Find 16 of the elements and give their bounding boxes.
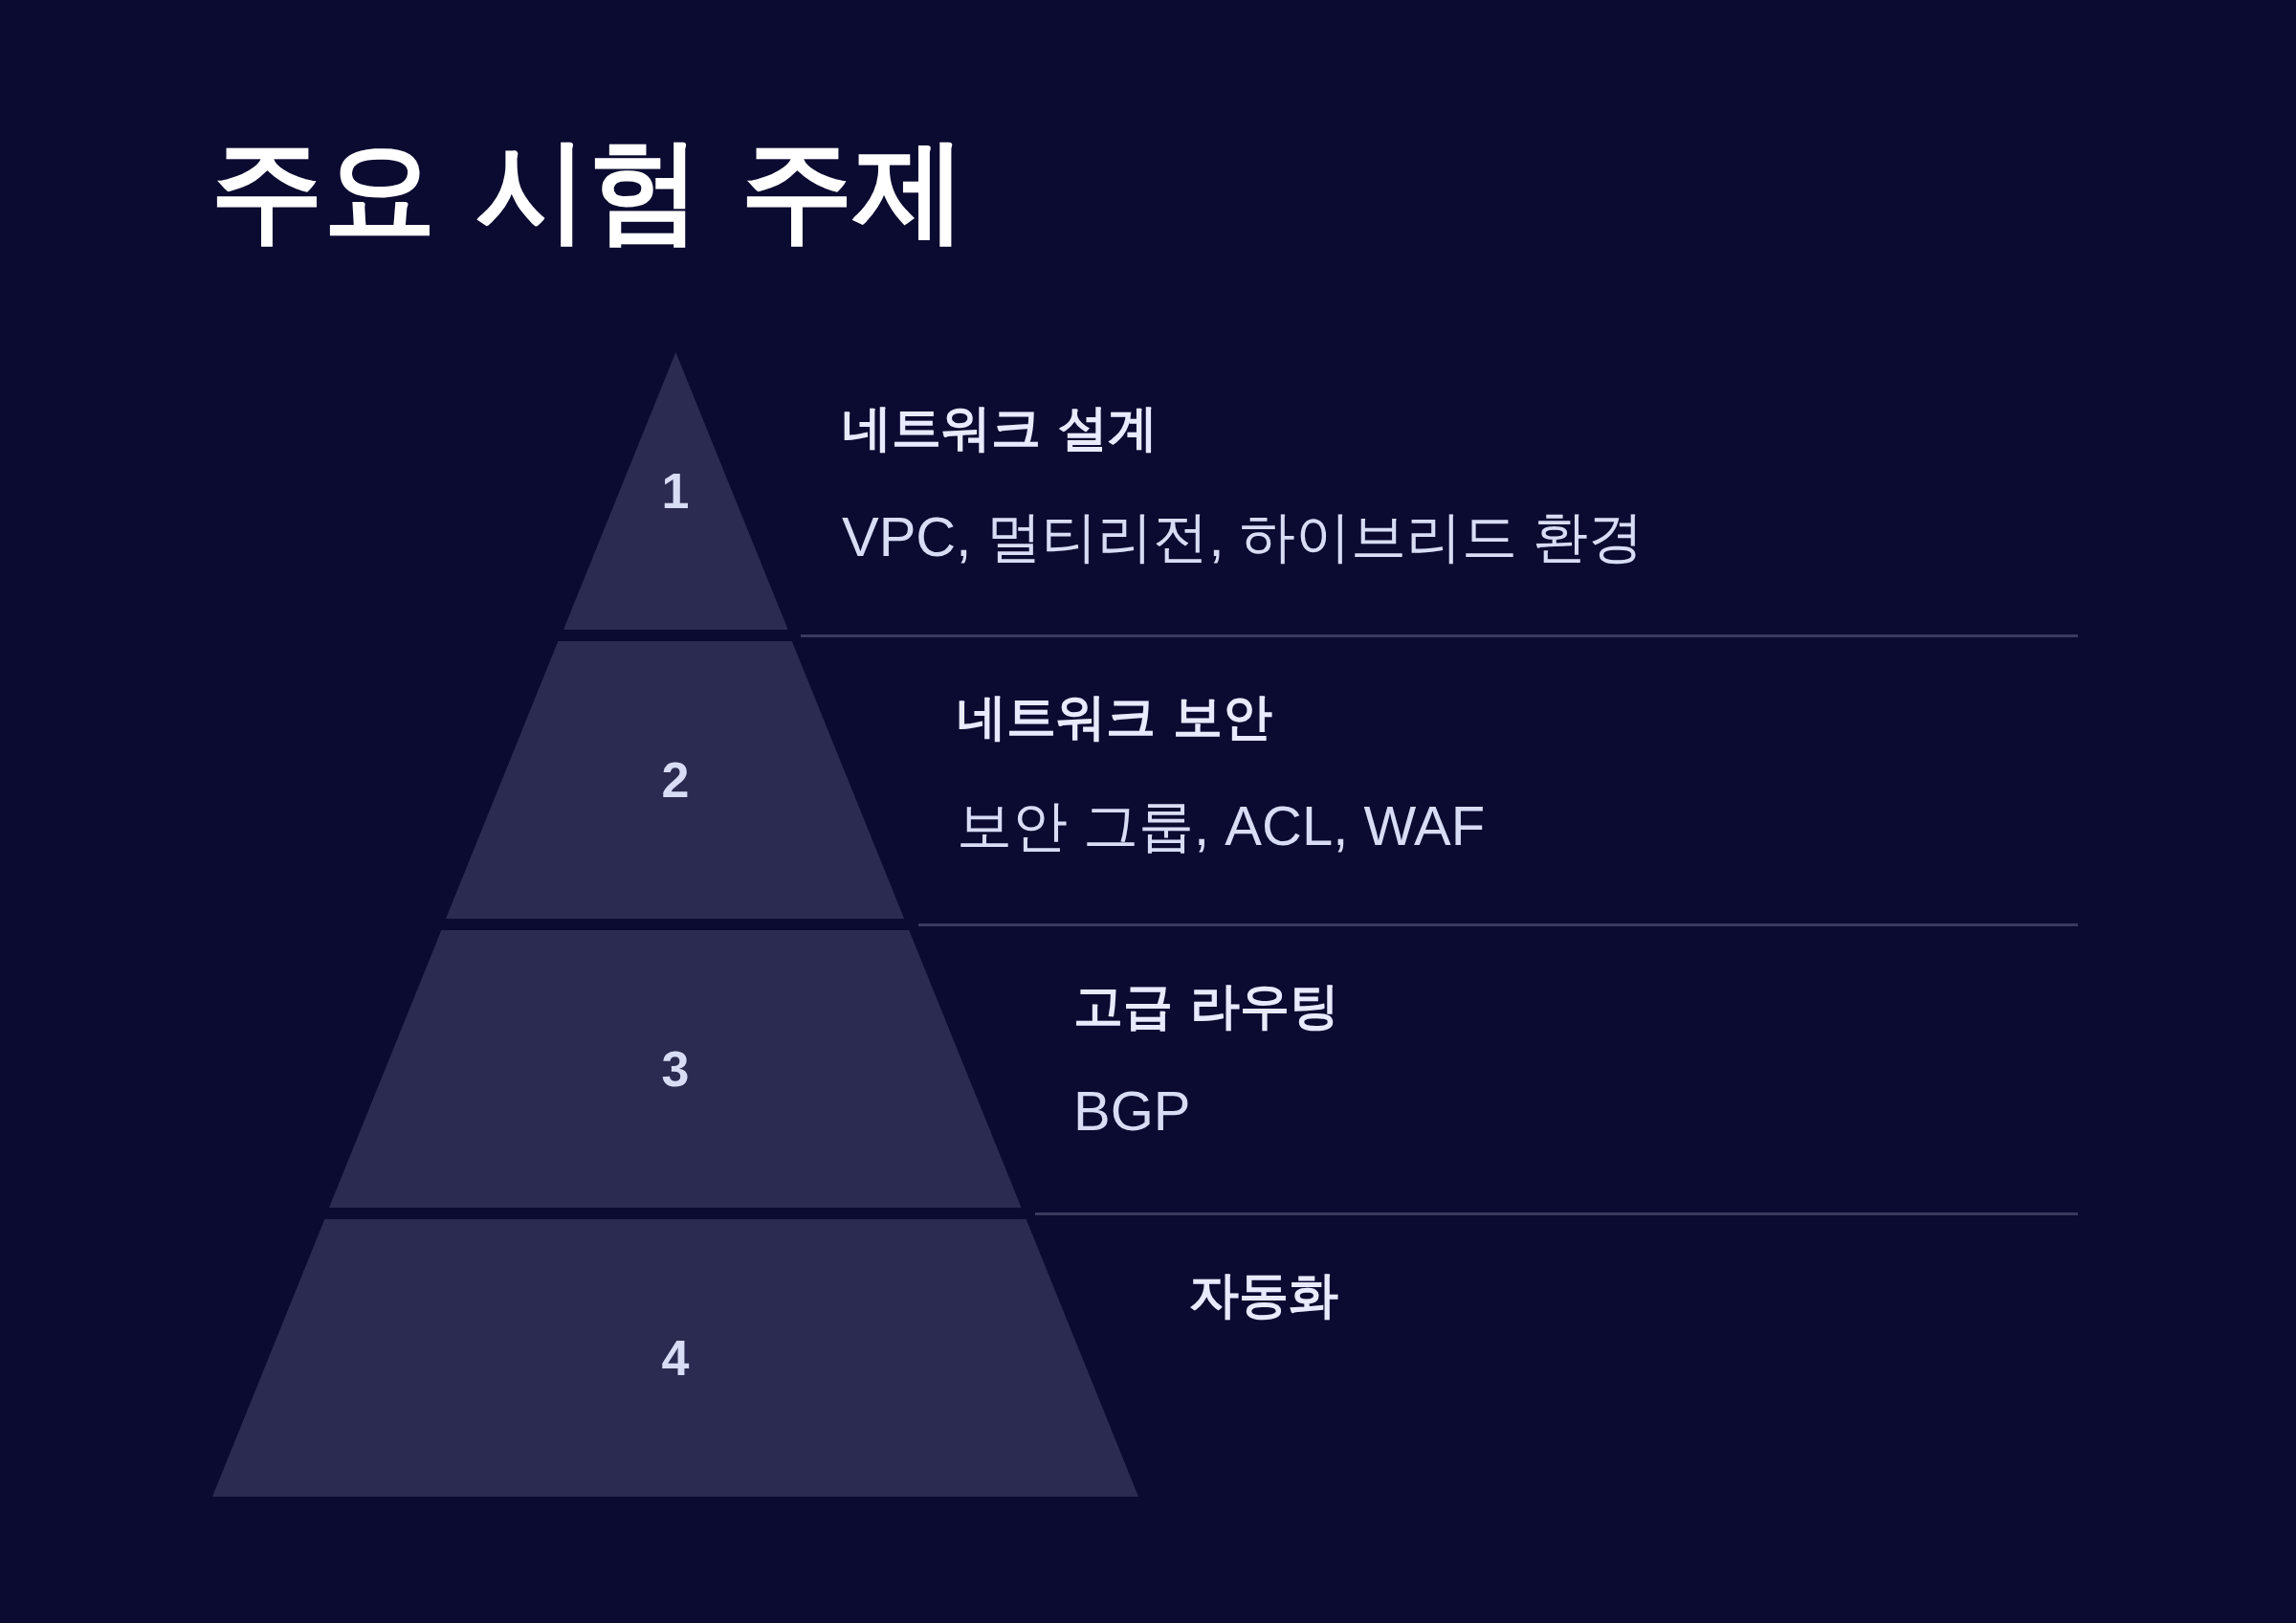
tier-heading: 네트워크 보안: [957, 687, 1273, 747]
tier-number: 2: [660, 751, 691, 809]
pyramid-tier: [211, 1219, 1138, 1497]
tier-heading: 네트워크 설계: [842, 398, 1159, 458]
pyramid-tier: [446, 641, 905, 919]
pyramid-tier: [329, 930, 1022, 1208]
tier-number: 3: [660, 1040, 691, 1098]
pyramid-tier: [563, 352, 788, 630]
title: 주요 시험 주제: [210, 122, 967, 257]
tier-number: 1: [660, 462, 691, 520]
tier-heading: 자동화: [1189, 1265, 1338, 1325]
tier-description: BGP: [1073, 1078, 1191, 1143]
tier-description: 보안 그룹, ACL, WAF: [957, 793, 1486, 858]
tier-description: VPC, 멀티리전, 하이브리드 환경: [842, 504, 1644, 569]
tier-heading: 고급 라우팅: [1073, 976, 1340, 1036]
tier-number: 4: [660, 1329, 691, 1387]
